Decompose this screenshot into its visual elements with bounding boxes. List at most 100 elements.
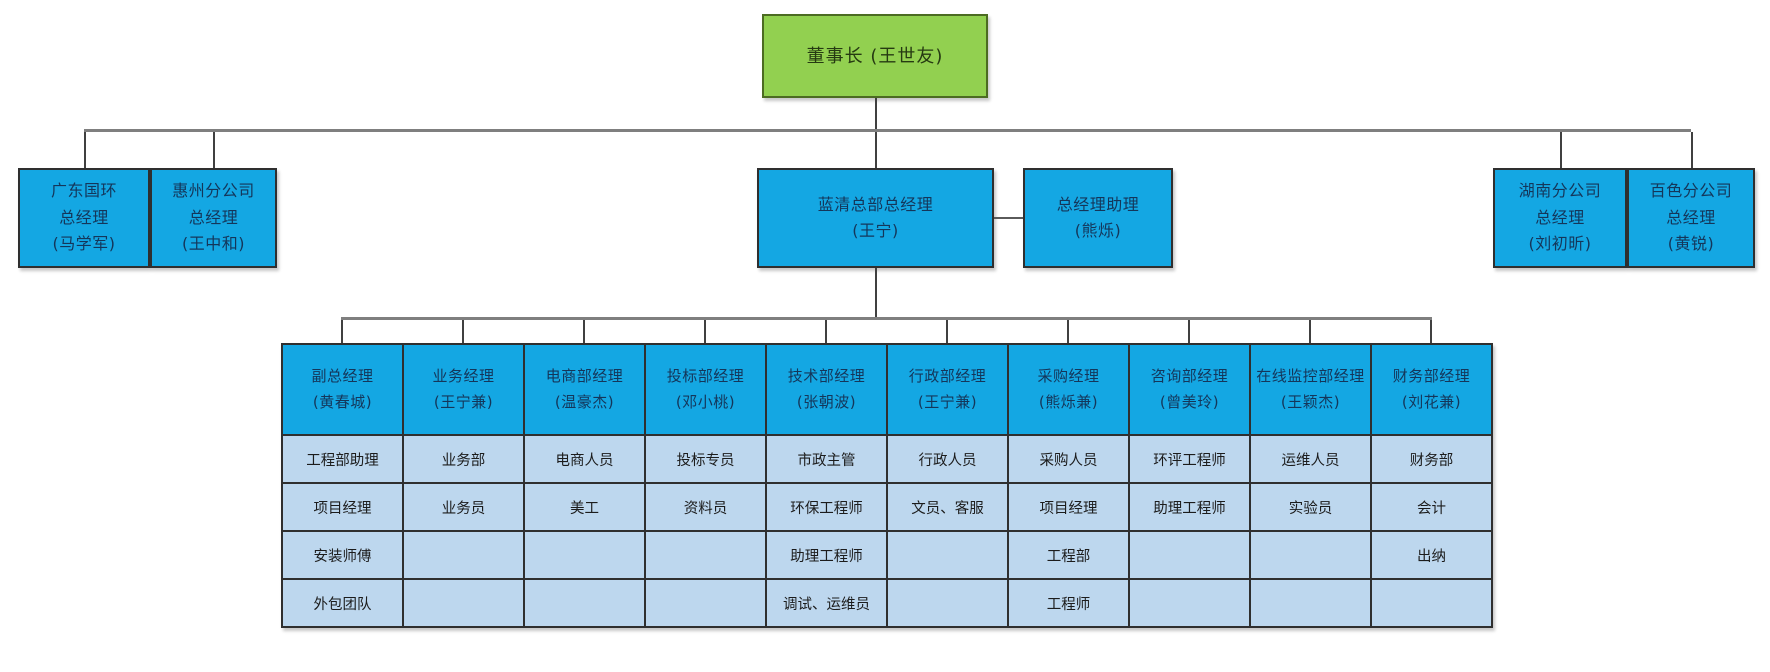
dept-staff-cell-r4c8 <box>1130 580 1251 628</box>
dept-staff-cell-r2c6: 文员、客服 <box>888 484 1009 532</box>
dept-manager-2-label: (王宁兼) <box>433 392 494 411</box>
dept-staff-cell-r2c8: 助理工程师 <box>1130 484 1251 532</box>
dept-manager-4: 投标部经理 (邓小桃) <box>646 345 767 436</box>
connector-root-drop <box>875 98 877 129</box>
dept-staff-cell-r3c9 <box>1251 532 1372 580</box>
connector-dept-drop-9 <box>1309 320 1311 343</box>
dept-staff-cell-r4c3 <box>525 580 646 628</box>
dept-staff-cell-r2c9: 实验员 <box>1251 484 1372 532</box>
org-box-huizhou-branch: 惠州分公司总经理 (王中和) <box>150 168 277 268</box>
connector-level2-rail <box>84 129 1691 132</box>
dept-staff-cell-r1c2: 业务部 <box>404 436 525 484</box>
dept-manager-3: 电商部经理 (温豪杰) <box>525 345 646 436</box>
dept-manager-6: 行政部经理(王宁兼) <box>888 345 1009 436</box>
connector-dept-drop-7 <box>1067 320 1069 343</box>
org-box-baise-branch-label: 总经理 <box>1666 207 1716 227</box>
dept-staff-cell-r4c10 <box>1372 580 1493 628</box>
org-box-lanqing-hq-gm-label: 蓝清总部总经理 <box>817 194 934 214</box>
dept-manager-4-label: 投标部经理 <box>666 367 745 385</box>
connector-dept-drop-10 <box>1430 320 1432 343</box>
connector-drop-huizhou <box>213 132 215 168</box>
org-box-hunan-branch-label: 总经理 <box>1535 207 1585 227</box>
dept-staff-cell-r2c7: 项目经理 <box>1009 484 1130 532</box>
dept-manager-8-label: 咨询部经理 <box>1150 367 1229 385</box>
dept-manager-5-label: 技术部经理 <box>787 367 866 385</box>
dept-manager-9-label: 在线监控部经理 <box>1256 367 1365 385</box>
dept-staff-cell-r4c9 <box>1251 580 1372 628</box>
dept-staff-cell-r2c10: 会计 <box>1372 484 1493 532</box>
connector-gm-drop <box>875 268 877 317</box>
dept-manager-5-label: (张朝波) <box>796 392 857 411</box>
dept-manager-2-label: 业务经理 <box>432 367 495 385</box>
connector-dept-drop-5 <box>825 320 827 343</box>
connector-dept-rail <box>341 317 1432 320</box>
connector-dept-drop-8 <box>1188 320 1190 343</box>
dept-staff-cell-r1c5: 市政主管 <box>767 436 888 484</box>
dept-staff-cell-r2c3: 美工 <box>525 484 646 532</box>
dept-staff-cell-r3c7: 工程部 <box>1009 532 1130 580</box>
dept-staff-cell-r1c10: 财务部 <box>1372 436 1493 484</box>
dept-staff-cell-r1c4: 投标专员 <box>646 436 767 484</box>
dept-staff-cell-r2c1: 项目经理 <box>283 484 404 532</box>
dept-manager-6-label: (王宁兼) <box>917 392 978 411</box>
dept-manager-8: 咨询部经理(曾美玲) <box>1130 345 1251 436</box>
connector-gm-assistant-link <box>994 217 1023 219</box>
dept-manager-9-label: (王颖杰) <box>1280 392 1341 411</box>
org-box-hunan-branch-label: (刘初昕) <box>1528 234 1592 254</box>
connector-drop-baise <box>1691 132 1693 168</box>
dept-staff-cell-r1c8: 环评工程师 <box>1130 436 1251 484</box>
org-box-guangdong-guohuan-label: 广东国环 <box>50 181 117 201</box>
dept-manager-9: 在线监控部经理 (王颖杰) <box>1251 345 1372 436</box>
connector-drop-hunan <box>1560 132 1562 168</box>
dept-staff-cell-r1c1: 工程部助理 <box>283 436 404 484</box>
dept-staff-cell-r1c7: 采购人员 <box>1009 436 1130 484</box>
dept-staff-cell-r2c5: 环保工程师 <box>767 484 888 532</box>
org-box-gm-assistant-label: 总经理助理 <box>1056 194 1140 214</box>
dept-staff-cell-r3c4 <box>646 532 767 580</box>
dept-staff-cell-r3c3 <box>525 532 646 580</box>
dept-manager-7-label: (熊烁兼) <box>1038 392 1099 411</box>
org-box-chairman-label: 董事长 (王世友) <box>806 45 944 67</box>
org-box-chairman: 董事长 (王世友) <box>762 14 988 98</box>
dept-staff-cell-r3c6 <box>888 532 1009 580</box>
dept-manager-3-label: 电商部经理 <box>545 367 624 385</box>
connector-drop-lanqing <box>875 132 877 168</box>
connector-drop-guangdong <box>84 132 86 168</box>
dept-manager-1-label: 副总经理 <box>311 367 374 385</box>
dept-staff-cell-r4c1: 外包团队 <box>283 580 404 628</box>
dept-staff-cell-r4c5: 调试、运维员 <box>767 580 888 628</box>
dept-manager-1-label: (黄春城) <box>312 392 373 411</box>
connector-dept-drop-1 <box>341 320 343 343</box>
org-box-gm-assistant-label: (熊烁) <box>1074 221 1122 240</box>
org-box-baise-branch-label: (黄锐) <box>1667 234 1715 254</box>
dept-manager-7: 采购经理 (熊烁兼) <box>1009 345 1130 436</box>
dept-staff-cell-r3c1: 安装师傅 <box>283 532 404 580</box>
org-box-huizhou-branch-label: (王中和) <box>182 234 245 254</box>
dept-staff-cell-r1c9: 运维人员 <box>1251 436 1372 484</box>
connector-dept-drop-6 <box>946 320 948 343</box>
dept-staff-cell-r3c5: 助理工程师 <box>767 532 888 580</box>
connector-dept-drop-2 <box>462 320 464 343</box>
org-box-hunan-branch: 湖南分公司总经理(刘初昕) <box>1493 168 1627 268</box>
dept-manager-3-label: (温豪杰) <box>554 392 615 411</box>
dept-staff-cell-r2c2: 业务员 <box>404 484 525 532</box>
org-box-huizhou-branch-label: 惠州分公司 <box>172 181 255 201</box>
dept-manager-4-label: (邓小桃) <box>675 392 736 411</box>
org-box-baise-branch: 百色分公司总经理(黄锐) <box>1627 168 1755 268</box>
connector-dept-drop-4 <box>704 320 706 343</box>
dept-staff-cell-r3c2 <box>404 532 525 580</box>
dept-staff-cell-r4c4 <box>646 580 767 628</box>
dept-manager-10: 财务部经理(刘花兼) <box>1372 345 1493 436</box>
department-table: 副总经理 (黄春城) 业务经理 (王宁兼) 电商部经理 (温豪杰) 投标部经理 (邓小桃) 技术… <box>281 343 1493 628</box>
dept-staff-cell-r4c6 <box>888 580 1009 628</box>
dept-staff-cell-r4c2 <box>404 580 525 628</box>
dept-manager-1: 副总经理 (黄春城) <box>283 345 404 436</box>
dept-manager-7-label: 采购经理 <box>1037 367 1100 385</box>
org-box-gm-assistant: 总经理助理 (熊烁) <box>1023 168 1173 268</box>
dept-staff-cell-r3c8 <box>1130 532 1251 580</box>
dept-staff-cell-r2c4: 资料员 <box>646 484 767 532</box>
org-box-guangdong-guohuan-label: (马学军) <box>52 234 116 254</box>
connector-dept-drop-3 <box>583 320 585 343</box>
org-box-huizhou-branch-label: 总经理 <box>188 207 239 227</box>
